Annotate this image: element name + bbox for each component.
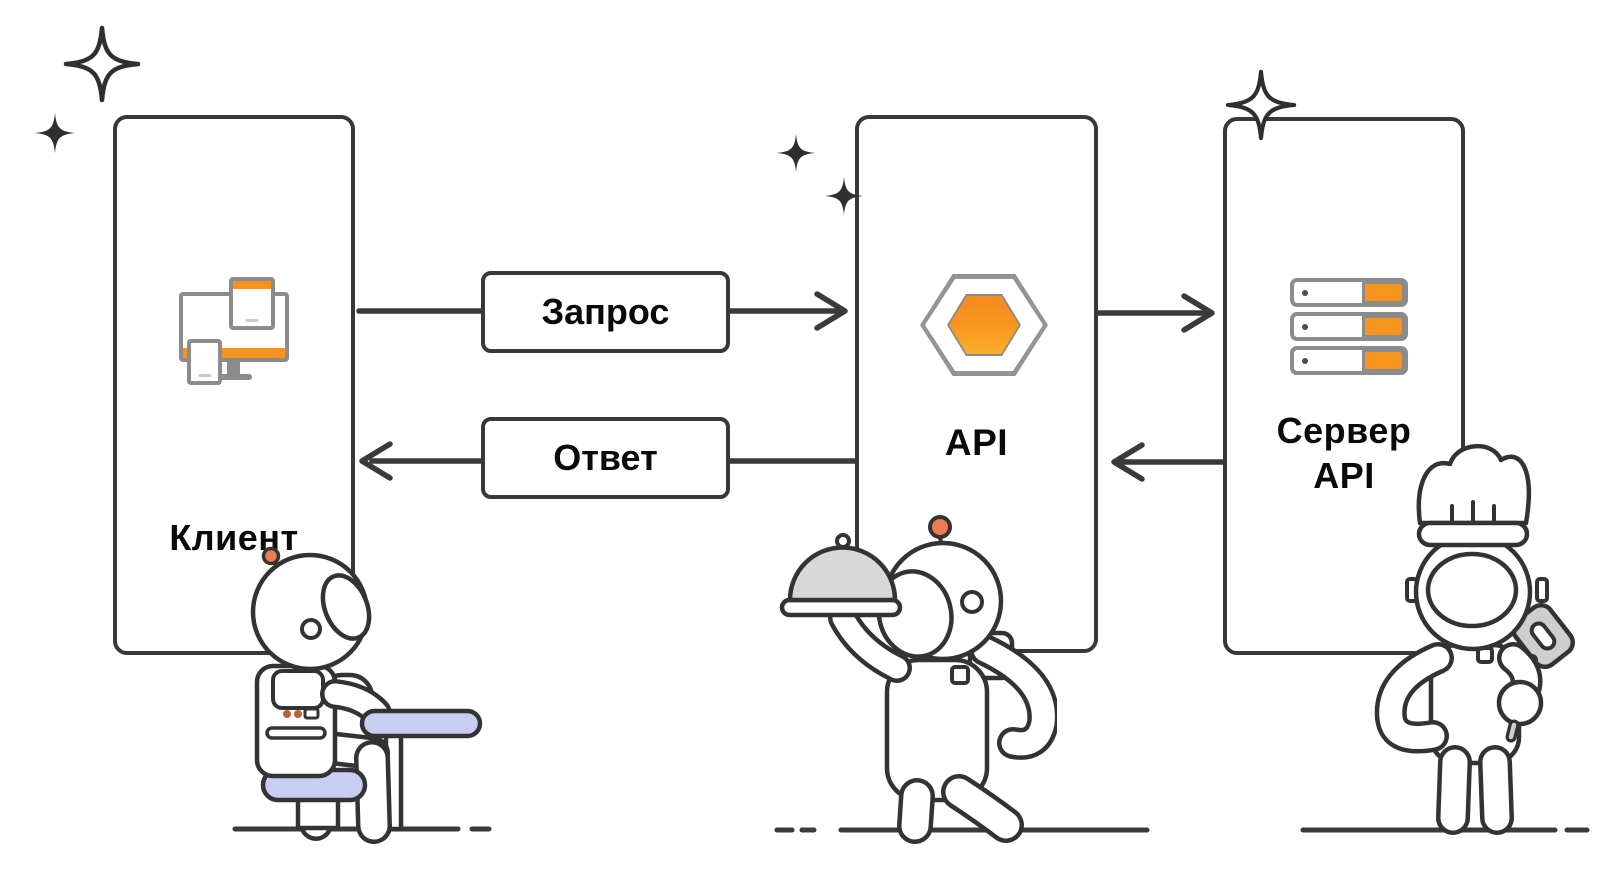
- hexagon-icon: [920, 274, 1048, 376]
- server-label-line2: API: [1313, 455, 1375, 496]
- server-to-api-arrow: [1111, 442, 1230, 482]
- server-led-icon: [1302, 323, 1308, 330]
- response-edge-label: Ответ: [481, 417, 730, 499]
- server-row: [1290, 346, 1408, 375]
- waiter-astronaut-illustration: [779, 515, 1057, 844]
- astronaut-right-arm: [969, 634, 1057, 760]
- astronaut-left-arm: [828, 603, 912, 683]
- server-stack-icon: [1290, 278, 1408, 378]
- phone-icon: [187, 339, 222, 385]
- response-label-text: Ответ: [553, 437, 658, 478]
- client-node-box: Клиент: [113, 115, 355, 655]
- server-row: [1290, 278, 1408, 307]
- chest-badge: [950, 665, 970, 685]
- server-drive-bay: [1362, 315, 1405, 338]
- cloche-knob: [835, 533, 851, 549]
- arrowhead-left-icon: [1111, 442, 1145, 482]
- client-astronaut-illustration: [250, 546, 483, 844]
- server-led-icon: [1302, 289, 1308, 296]
- monitor-taskbar: [183, 348, 285, 358]
- stool-leg: [295, 795, 341, 831]
- server-led-icon: [1302, 357, 1308, 364]
- astronaut-legs: [897, 774, 1024, 844]
- desk-top: [359, 708, 483, 739]
- monitor-base: [215, 374, 252, 380]
- helmet-dot: [300, 618, 322, 640]
- server-node-box: Сервер API: [1223, 117, 1465, 655]
- arrowhead-right-icon: [1181, 293, 1215, 333]
- request-label-text: Запрос: [541, 291, 670, 332]
- api-node-label: API: [944, 422, 1009, 463]
- tablet-topbar: [233, 281, 271, 289]
- devices-icon: [177, 262, 297, 388]
- tablet-home-dash: [245, 319, 259, 322]
- monitor-stand: [227, 361, 240, 376]
- helmet-dot: [960, 590, 984, 614]
- api-to-server-arrow: [1095, 293, 1215, 333]
- astronaut-backpack: [254, 663, 338, 779]
- sparkle-star-icon: [776, 133, 816, 173]
- spatula-handle-tip: [1505, 719, 1520, 743]
- server-row: [1290, 312, 1408, 341]
- helmet-ear-right: [1535, 577, 1549, 603]
- astronaut-legs: [1436, 745, 1514, 835]
- api-node-box: API: [855, 115, 1098, 653]
- astronaut-hand: [1496, 679, 1544, 727]
- server-drive-bay: [1362, 281, 1405, 304]
- phone-home-dash: [198, 374, 211, 377]
- request-edge-label: Запрос: [481, 271, 730, 353]
- server-label-line1: Сервер: [1276, 410, 1412, 451]
- tablet-icon: [229, 277, 275, 330]
- arrowhead-left-icon: [359, 441, 393, 481]
- cloche-dome: [787, 545, 898, 603]
- server-node-label: Сервер API: [1227, 408, 1461, 498]
- chef-hat-icon: [1416, 443, 1531, 548]
- arrowhead-right-icon: [814, 291, 848, 331]
- chef-astronaut-illustration: [1374, 443, 1575, 835]
- helmet-visor: [320, 573, 372, 641]
- sparkle-star-icon: [34, 112, 76, 154]
- server-drive-bay: [1362, 349, 1405, 372]
- helmet-visor: [1425, 551, 1519, 629]
- sparkle-star-icon: [63, 25, 141, 103]
- astronaut-left-arm: [1374, 642, 1454, 754]
